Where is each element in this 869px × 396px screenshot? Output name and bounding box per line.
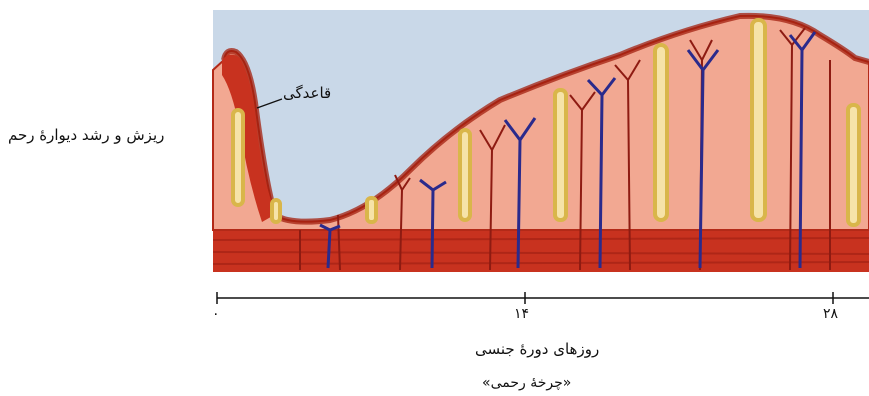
- tick-label-28: ۲۸: [823, 306, 838, 322]
- axis-title: روزهای دورهٔ جنسی: [475, 340, 599, 358]
- tick-label-0: ۰: [212, 306, 220, 322]
- menstruation-callout: قاعدگی: [283, 84, 331, 102]
- axis-subtitle: «چرخهٔ رحمی»: [482, 375, 571, 391]
- tick-label-14: ۱۴: [514, 306, 529, 322]
- uterine-wall-label: ریزش و رشد دیوارهٔ رحم: [8, 126, 164, 144]
- muscle-layer: [213, 228, 869, 272]
